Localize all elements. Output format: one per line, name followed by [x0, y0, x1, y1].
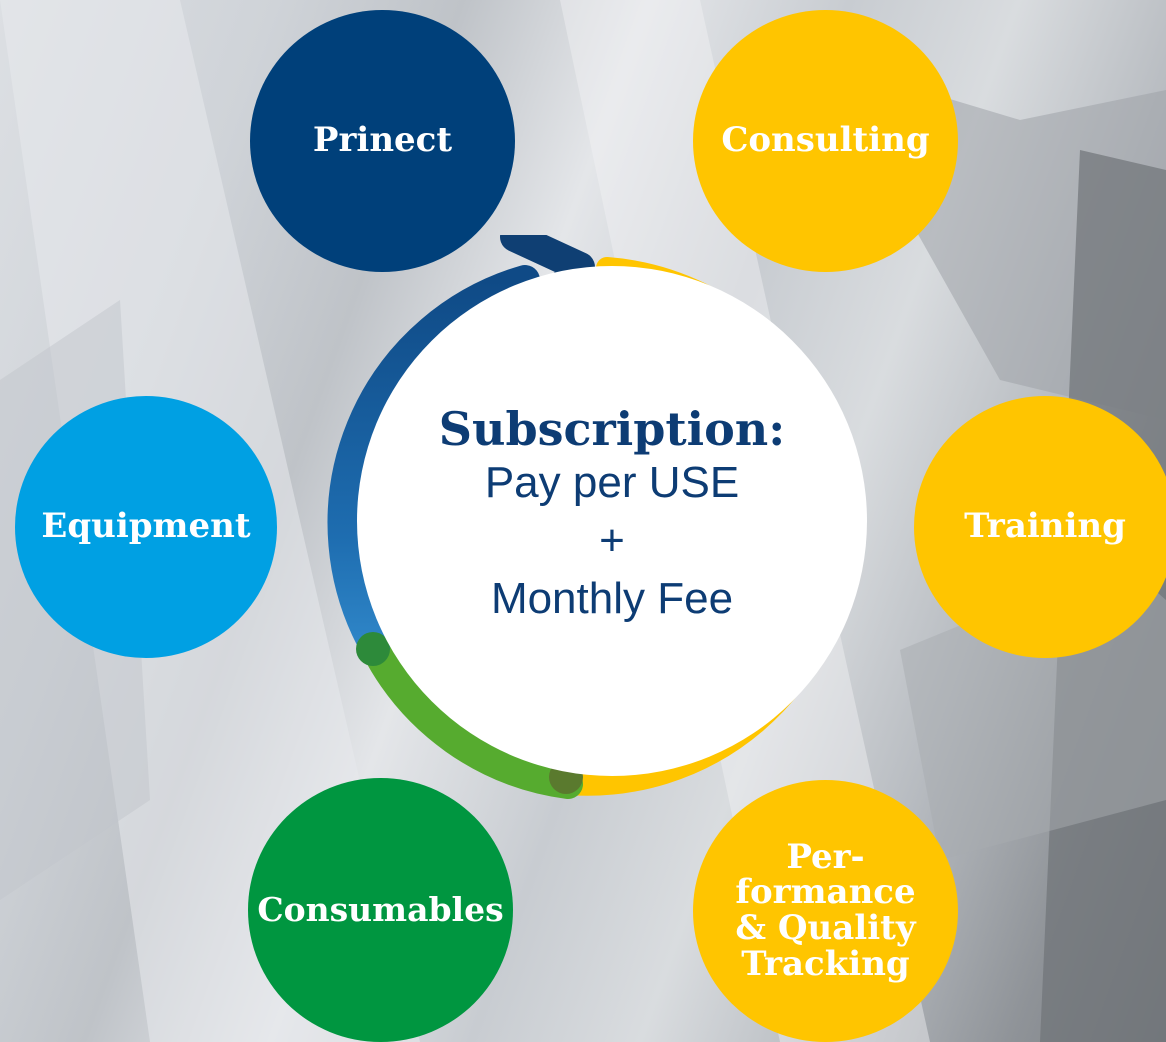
ring-blue-segment	[327, 265, 540, 662]
bubble-consumables: Consumables	[248, 778, 513, 1042]
bubble-consumables-label: Consumables	[257, 889, 504, 929]
bubble-performance-label-line4: Tracking	[741, 943, 910, 984]
bubble-performance-label-line3: & Quality	[735, 908, 916, 948]
bubble-prinect: Prinect	[250, 10, 515, 272]
bubble-equipment-label: Equipment	[41, 506, 251, 547]
ring-joint-green-blue	[356, 632, 390, 666]
bubble-performance-quality-tracking: Per- formance & Quality Tracking	[693, 780, 958, 1042]
bubble-equipment: Equipment	[15, 396, 277, 658]
center-line-monthly-fee: Monthly Fee	[490, 574, 734, 624]
center-disc: Subscription: Pay per USE + Monthly Fee	[357, 266, 867, 776]
bubble-performance-label-line1: Per-	[786, 836, 865, 877]
bubble-training-label: Training	[964, 506, 1126, 547]
bubble-consulting-label: Consulting	[721, 120, 930, 161]
center-line-plus: +	[599, 516, 625, 566]
bubble-performance-label-line2: formance	[735, 872, 916, 913]
bubble-training: Training	[914, 396, 1166, 658]
ring-green-segment	[360, 632, 583, 799]
bubble-consulting: Consulting	[693, 10, 958, 272]
center-line-pay-per-use: Pay per USE	[484, 458, 740, 508]
bubble-prinect-label: Prinect	[312, 120, 453, 161]
center-title: Subscription:	[438, 401, 786, 456]
